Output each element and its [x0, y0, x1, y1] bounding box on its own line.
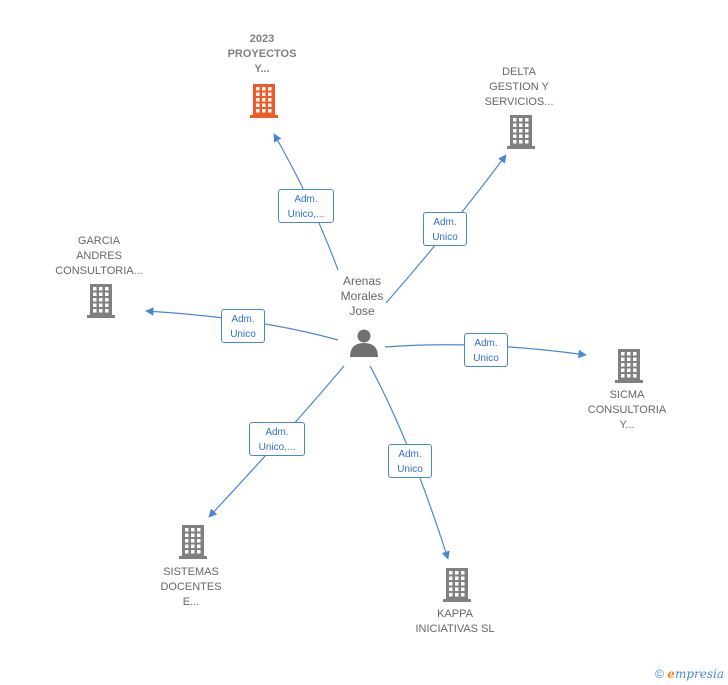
- company-label-proyectos[interactable]: 2023 PROYECTOS Y...: [227, 33, 297, 75]
- building-icon-kappa[interactable]: [443, 568, 471, 602]
- person-label[interactable]: Arenas Morales Jose: [340, 274, 384, 318]
- building-icon-sicma[interactable]: [615, 349, 643, 383]
- building-icon-sistemas[interactable]: [179, 525, 207, 559]
- building-icon-garcia[interactable]: [87, 284, 115, 318]
- role-box-delta[interactable]: Adm. Unico: [423, 212, 467, 246]
- building-icon-proyectos[interactable]: [250, 84, 278, 118]
- company-label-sistemas[interactable]: SISTEMAS DOCENTES E...: [160, 566, 222, 608]
- role-box-garcia[interactable]: Adm. Unico: [221, 309, 265, 343]
- role-box-proyectos[interactable]: Adm. Unico,...: [278, 189, 334, 223]
- role-box-sicma[interactable]: Adm. Unico: [464, 333, 508, 367]
- company-label-sicma[interactable]: SICMA CONSULTORIA Y...: [587, 389, 667, 431]
- role-box-sistemas[interactable]: Adm. Unico,...: [249, 422, 305, 456]
- brand-logo: empresia: [667, 667, 724, 681]
- role-box-kappa[interactable]: Adm. Unico: [388, 444, 432, 478]
- company-label-garcia[interactable]: GARCIA ANDRES CONSULTORIA...: [55, 235, 143, 277]
- footer-brand: © empresia: [655, 667, 724, 681]
- company-label-kappa[interactable]: KAPPA INICIATIVAS SL: [415, 608, 495, 635]
- company-label-delta[interactable]: DELTA GESTION Y SERVICIOS...: [484, 66, 554, 108]
- building-icon-delta[interactable]: [507, 115, 535, 149]
- copyright-icon: ©: [655, 667, 664, 681]
- person-icon[interactable]: [350, 329, 378, 358]
